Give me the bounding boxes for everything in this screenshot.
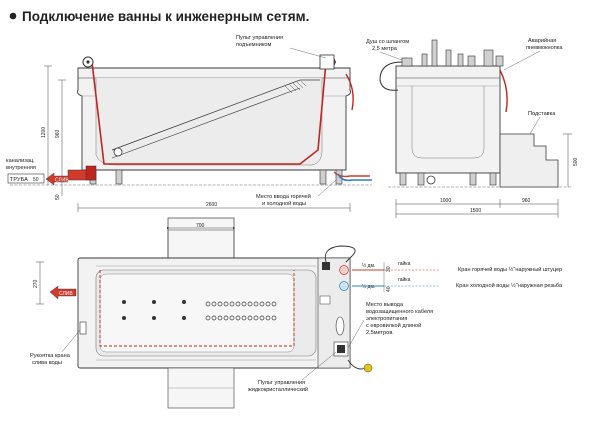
dim-1500: 1500: [470, 208, 481, 214]
hot-tap-label: Кран горячей воды ½"наружный штуцер: [458, 266, 562, 273]
cable-label-3: электропитания: [366, 316, 407, 322]
drain-arrow-top-label: СЛИВ: [59, 291, 73, 297]
floor-line: [10, 184, 572, 188]
pipe-size: 50: [33, 177, 39, 183]
panel-label-2: жидкокристаллический: [248, 386, 308, 393]
drain-handle-label-1: Рукоятка крана: [30, 353, 71, 359]
sewer-label-2: внутренняя: [6, 165, 36, 171]
stand-label: Подставка: [528, 111, 556, 117]
inlet-label-2: и холодной воды: [262, 200, 306, 207]
cable-label-2: водозащищенного кабеля: [366, 309, 433, 315]
cable-label-1: Место вывода: [366, 302, 404, 308]
dim-40: 40: [386, 286, 392, 292]
shower-label-1: Душ со шлангом: [366, 39, 409, 45]
dims-side-vertical: [44, 65, 66, 196]
cable-label-5: 2,5метров.: [366, 330, 394, 336]
dim-960-b: 960: [522, 198, 531, 204]
drain-arrow-top: [49, 285, 77, 300]
drain-arrow-side: [45, 172, 69, 186]
dims-end-view: [395, 133, 572, 218]
dim-30: 30: [386, 266, 392, 272]
end-view-bath: [379, 39, 559, 188]
side-view-bath: [67, 54, 372, 185]
dim-1000: 1000: [440, 198, 451, 204]
dim-1200: 1200: [41, 127, 47, 138]
half-in-hot: ½ дм.: [362, 262, 375, 269]
sewer-label-1: канализац.: [6, 158, 35, 164]
drain-handle-label-2: слива воды: [32, 360, 62, 366]
dim-960: 960: [55, 129, 61, 138]
nut-label-cold: гайка: [398, 276, 411, 283]
page-title: Подключение ванны к инженерным сетям.: [22, 9, 309, 24]
dim-500: 500: [573, 157, 579, 166]
dim-2600: 2600: [206, 202, 217, 208]
half-in-cold: ½ дм.: [362, 283, 375, 290]
panel-label-1: Пульт управления: [258, 380, 305, 386]
pipe-label: ТРУБА: [10, 177, 28, 183]
inlet-label-1: Место ввода горячей: [256, 193, 311, 200]
dim-270: 270: [33, 279, 39, 288]
nut-label-hot: гайка: [398, 260, 411, 267]
cold-tap-label: Кран холодной воды ½"наружная резьба: [456, 282, 563, 289]
dim-700: 700: [196, 223, 205, 229]
emergency-label-1: Аварийная: [528, 37, 556, 44]
control-lift-label-1: Пульт управления: [236, 35, 283, 41]
shower-label-2: 2,5 метра: [372, 46, 398, 52]
control-lift-leader: [289, 47, 327, 59]
emergency-label-2: пневмокнопка: [526, 45, 563, 51]
dim-50: 50: [55, 194, 61, 200]
top-view-bath: [77, 217, 373, 409]
pipe-box: [7, 173, 45, 184]
cable-label-4: с евровилкой длиной: [366, 322, 421, 329]
title-bullet: [9, 12, 17, 20]
control-lift-label-2: подъемником: [236, 42, 271, 48]
